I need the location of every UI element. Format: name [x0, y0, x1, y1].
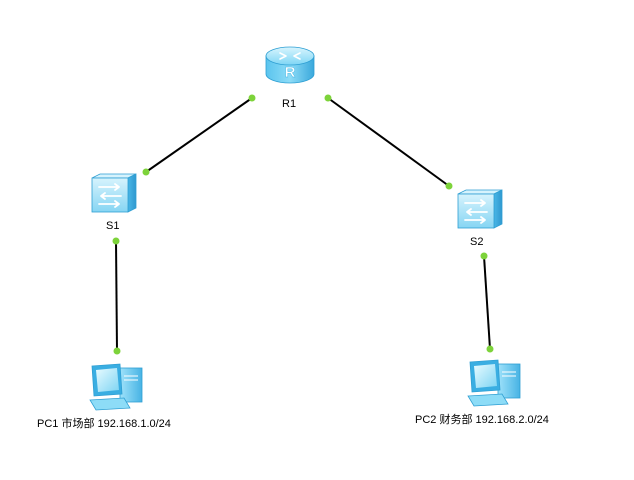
- switch-s1[interactable]: [91, 173, 137, 213]
- links: [115, 97, 491, 352]
- pc-pc1-label: PC1 市场部 192.168.1.0/24: [37, 418, 171, 430]
- port-dot-r1-s2-router-end: [324, 94, 332, 102]
- link-s1-pc1[interactable]: [115, 240, 118, 352]
- link-r1-s2[interactable]: [327, 97, 450, 187]
- port-dot-s1-pc1-switch-end: [112, 237, 120, 245]
- pc-pc2[interactable]: [467, 359, 521, 407]
- link-r1-s1[interactable]: [145, 97, 253, 173]
- port-dot-r1-s1-router-end: [248, 94, 256, 102]
- switch-icon: [91, 173, 137, 213]
- switch-s1-label: S1: [106, 220, 120, 232]
- router-icon: R: [265, 46, 315, 84]
- switch-s2[interactable]: [457, 189, 503, 229]
- port-dot-s1-pc1-pc-end: [113, 347, 121, 355]
- port-dot-r1-s2-switch-end: [445, 182, 453, 190]
- pc-pc2-label: PC2 财务部 192.168.2.0/24: [415, 414, 549, 426]
- router-r1[interactable]: R: [265, 46, 315, 84]
- router-r1-label: R1: [282, 98, 297, 110]
- port-dot-r1-s1-switch-end: [142, 168, 150, 176]
- port-dot-s2-pc2-pc-end: [486, 345, 494, 353]
- pc-pc1[interactable]: [89, 363, 143, 411]
- port-indicators: [112, 94, 494, 355]
- port-dot-s2-pc2-switch-end: [480, 252, 488, 260]
- pc-icon: [467, 359, 521, 407]
- switch-icon: [457, 189, 503, 229]
- pc-icon: [89, 363, 143, 411]
- switch-s2-label: S2: [470, 236, 484, 248]
- link-s2-pc2[interactable]: [483, 255, 491, 350]
- svg-text:R: R: [285, 64, 296, 81]
